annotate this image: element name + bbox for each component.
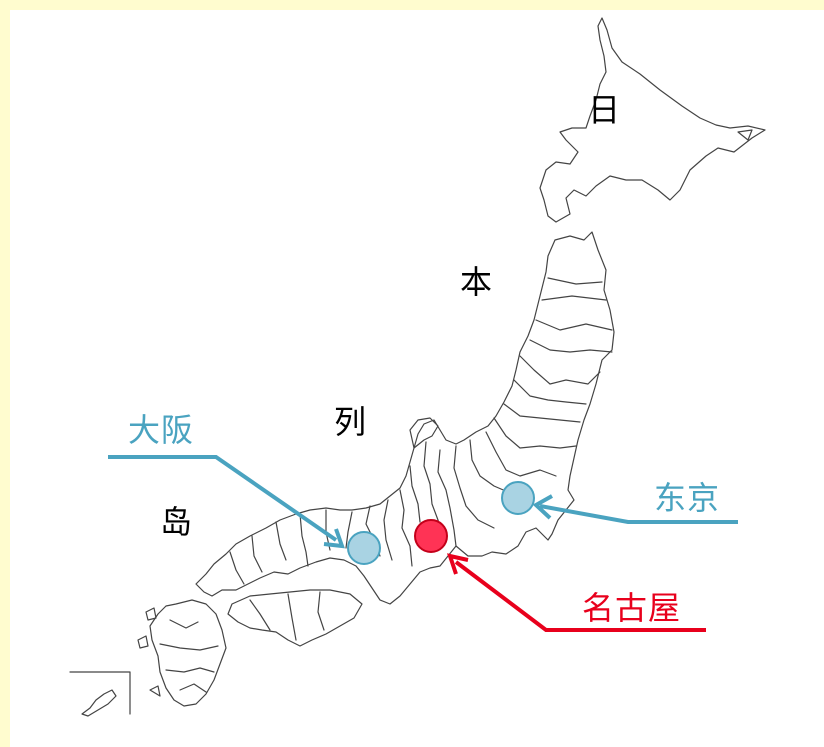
shikoku-outline (227, 589, 363, 647)
map-panel (10, 10, 824, 747)
hokkaido-outline (539, 17, 766, 223)
kyushu-outline (149, 599, 227, 707)
island-char-ri: 日 (588, 91, 621, 129)
nagoya-marker[interactable] (414, 519, 448, 553)
tokyo-marker[interactable] (501, 481, 535, 515)
okinawa-inset-frame (69, 671, 131, 715)
osaka-marker[interactable] (347, 531, 381, 565)
osaka-label: 大阪 (128, 411, 195, 449)
nagoya-label: 名古屋 (582, 589, 682, 627)
island-char-lie: 列 (334, 403, 367, 441)
osaka-arrow (108, 455, 345, 549)
nagoya-arrow (446, 553, 706, 632)
island-char-ben: 本 (460, 263, 493, 301)
okinawa-islands (81, 689, 117, 717)
honshu-outline (195, 231, 615, 605)
tokyo-label: 东京 (654, 479, 721, 517)
tokyo-arrow (532, 494, 738, 524)
island-char-dao: 岛 (160, 503, 193, 541)
